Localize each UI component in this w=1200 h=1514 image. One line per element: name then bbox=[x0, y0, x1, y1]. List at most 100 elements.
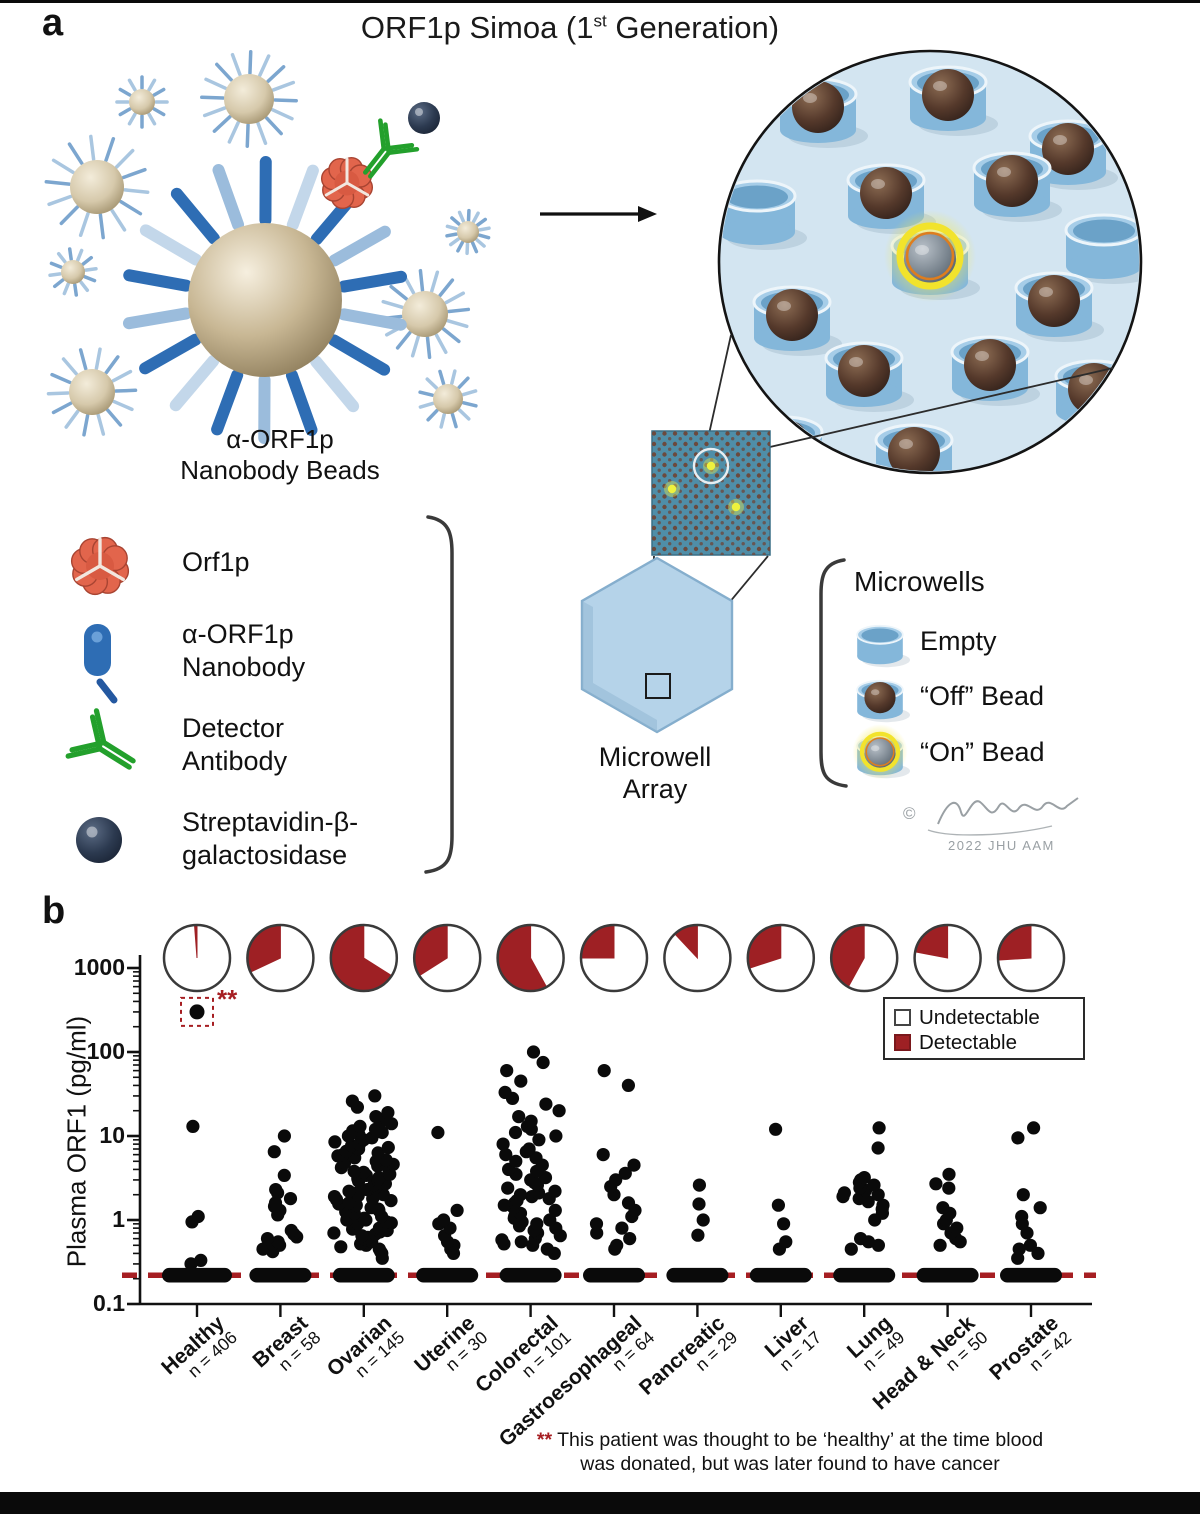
baseline-cluster bbox=[162, 1267, 232, 1283]
on-bead-ring-marker bbox=[692, 447, 730, 485]
bead-spikes bbox=[379, 268, 471, 360]
scatter-point bbox=[328, 1135, 342, 1149]
streptavidin-legend-icon bbox=[76, 817, 122, 863]
bead-spikes bbox=[122, 156, 408, 444]
footnote-line1: ** This patient was thought to be ‘healt… bbox=[500, 1428, 1080, 1452]
scatter-point bbox=[844, 1242, 858, 1256]
scatter-point bbox=[342, 1184, 356, 1198]
scatter-point bbox=[769, 1122, 783, 1136]
baseline-cluster bbox=[1000, 1267, 1062, 1283]
scatter-point bbox=[691, 1228, 705, 1242]
undetectable-swatch bbox=[894, 1009, 911, 1026]
scatter-point bbox=[327, 1226, 341, 1240]
scatter-point bbox=[347, 1164, 361, 1178]
scatter-point bbox=[371, 1146, 385, 1160]
scatter-point bbox=[431, 1125, 445, 1140]
scatter-point bbox=[590, 1226, 604, 1240]
scatter-point bbox=[942, 1181, 956, 1195]
legend-row-undetectable: Undetectable bbox=[894, 1005, 1073, 1030]
scatter-point bbox=[837, 1186, 852, 1200]
scatter-point bbox=[530, 1217, 544, 1231]
scatter-point bbox=[355, 1229, 369, 1243]
pie-chart-outline bbox=[746, 923, 816, 993]
scatter-point bbox=[372, 1171, 386, 1185]
scatter-point bbox=[497, 1198, 511, 1212]
arrow-head bbox=[638, 206, 657, 222]
top-edge-bar bbox=[0, 0, 1200, 3]
legend-detector-label: Detector Antibody bbox=[182, 712, 287, 778]
scatter-point bbox=[345, 1094, 359, 1108]
scatter-point bbox=[777, 1217, 791, 1231]
scatter-point bbox=[549, 1129, 563, 1143]
legend-strept-line2: galactosidase bbox=[182, 839, 348, 870]
scatter-point bbox=[1012, 1242, 1026, 1256]
legend-row-detectable: Detectable bbox=[894, 1030, 1073, 1055]
scatter-point bbox=[1027, 1121, 1041, 1135]
scatter-point bbox=[368, 1089, 382, 1103]
microwell-bead bbox=[908, 65, 998, 136]
panel-a-label: a bbox=[42, 2, 64, 44]
scatter-point bbox=[615, 1221, 629, 1235]
scatter-point bbox=[327, 1190, 342, 1204]
scatter-point bbox=[495, 1233, 509, 1247]
scatter-point bbox=[589, 1217, 604, 1231]
baseline-cluster bbox=[249, 1267, 312, 1283]
scatter-point bbox=[536, 1055, 550, 1070]
scatter-point bbox=[186, 1119, 200, 1133]
footnote-marker: ** bbox=[536, 1429, 553, 1451]
scatter-point bbox=[779, 1235, 793, 1249]
scatter-point bbox=[623, 1232, 637, 1246]
baseline-cluster bbox=[416, 1267, 479, 1283]
scatter-point bbox=[867, 1178, 881, 1192]
scatter-point bbox=[929, 1177, 943, 1191]
detector-antibody-icon bbox=[65, 708, 136, 770]
microwell-bead bbox=[972, 151, 1062, 222]
copyright-symbol: © bbox=[903, 804, 916, 823]
signature-credit: 2022 JHU AAM bbox=[948, 838, 1055, 853]
scatter-point bbox=[627, 1158, 641, 1172]
bead-spikes bbox=[418, 369, 478, 429]
legend-nanobody-line2: Nanobody bbox=[182, 651, 306, 682]
microwells-bracket bbox=[819, 558, 848, 788]
legend-strept-line1: Streptavidin-β- bbox=[182, 807, 359, 837]
footnote-line2: was donated, but was later found to have… bbox=[580, 1453, 1000, 1476]
nanobody-beads-caption: α-ORF1p Nanobody Beads bbox=[130, 424, 430, 485]
baseline-cluster bbox=[583, 1267, 645, 1283]
scatter-point bbox=[854, 1232, 868, 1246]
scatter-point bbox=[621, 1078, 636, 1092]
pie-chart-outline bbox=[412, 923, 482, 993]
scatter-point bbox=[514, 1235, 528, 1249]
pie-chart-outline bbox=[496, 923, 565, 993]
scatter-point bbox=[942, 1167, 956, 1181]
scatter-point bbox=[357, 1165, 371, 1179]
microwells-legend-off: “Off” Bead bbox=[920, 681, 1045, 711]
scatter-point bbox=[552, 1104, 566, 1118]
scatter-point bbox=[277, 1168, 291, 1182]
microwells-legend-empty: Empty bbox=[920, 626, 997, 656]
pie-chart-outline bbox=[913, 923, 982, 993]
scatter-point bbox=[500, 1064, 514, 1078]
scatter-point bbox=[524, 1114, 538, 1128]
special-point-box bbox=[180, 996, 214, 1027]
scatter-point bbox=[437, 1213, 451, 1227]
scatter-point bbox=[194, 1253, 208, 1267]
scatter-point bbox=[872, 1121, 886, 1135]
scatter-point bbox=[284, 1223, 298, 1238]
bead-spikes bbox=[48, 247, 98, 297]
scatter-point bbox=[857, 1171, 871, 1185]
legend-detector-line2: Antibody bbox=[182, 745, 288, 776]
scatter-point bbox=[621, 1196, 636, 1210]
bead-spikes bbox=[46, 347, 138, 437]
scatter-point bbox=[692, 1197, 706, 1211]
scatter-point bbox=[1023, 1238, 1037, 1252]
scatter-point bbox=[522, 1142, 536, 1156]
detector-antibody-icon bbox=[363, 118, 420, 179]
scatter-point bbox=[596, 1148, 610, 1162]
panel-b-label: b bbox=[42, 890, 66, 932]
figure-title: ORF1p Simoa (1st Generation) bbox=[240, 10, 900, 46]
baseline-cluster bbox=[833, 1267, 896, 1283]
pie-chart-outline bbox=[579, 923, 649, 993]
scatter-point bbox=[1016, 1188, 1030, 1202]
